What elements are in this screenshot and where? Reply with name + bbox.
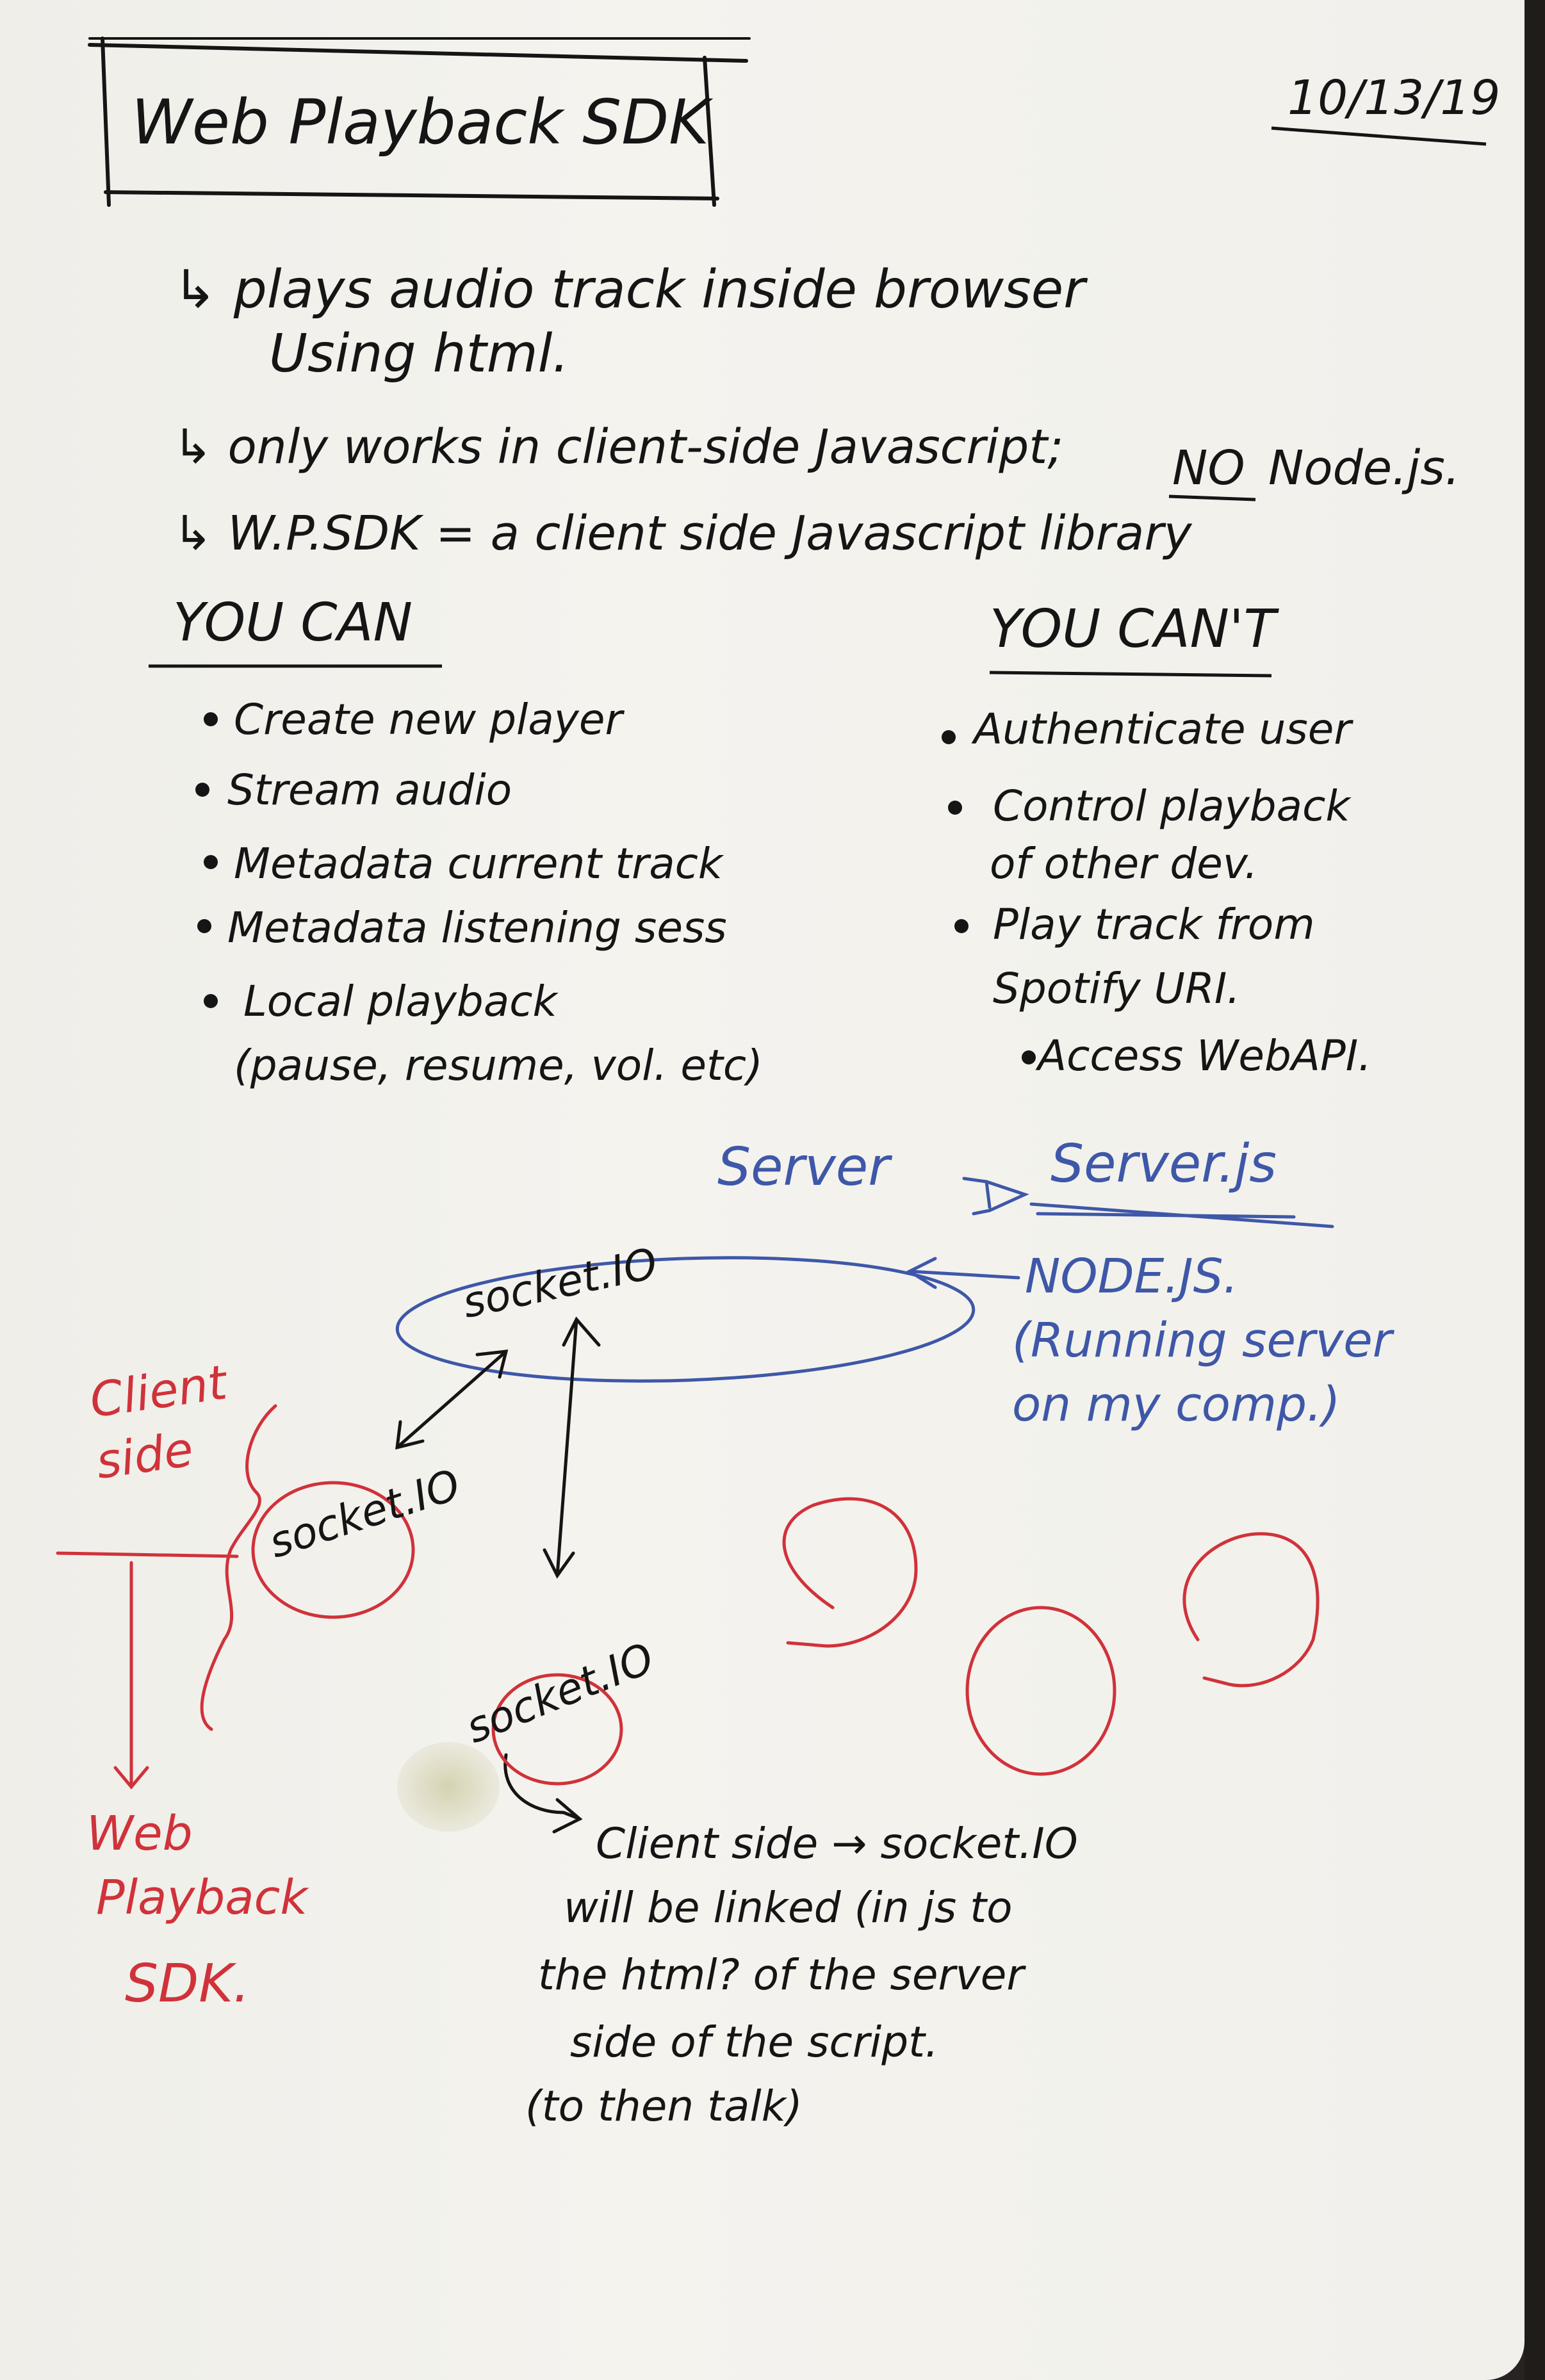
server-label: Server [717, 1137, 890, 1198]
bullet-dot [195, 783, 209, 797]
you-can-item: Create new player [234, 695, 623, 744]
you-cant-item: Control playback [993, 781, 1350, 831]
you-cant-item: Play track from [993, 900, 1315, 949]
client-note-line-5: (to then talk) [525, 2082, 803, 2131]
intro-line-2: Using html. [269, 323, 569, 384]
intro-line-3: ↳ only works in client-side Javascript; [173, 420, 1064, 475]
red-circles [251, 1481, 1320, 1786]
no-underline [1168, 494, 1256, 501]
you-cant-item: Access WebAPI. [1038, 1031, 1372, 1080]
date-underline [1271, 126, 1487, 146]
date: 10/13/19 [1288, 70, 1501, 126]
you-cant-item: Authenticate user [974, 705, 1352, 754]
you-can-item: Local playback [243, 977, 557, 1026]
title-box [88, 37, 751, 207]
server-ellipse [395, 1256, 976, 1383]
bullet-dot [197, 919, 211, 933]
intro-line-4: ↳ W.P.SDK = a client side Javascript lib… [173, 506, 1192, 561]
you-cant-heading: YOU CAN'T [990, 599, 1276, 660]
bullet-dot [204, 994, 218, 1008]
you-can-item: Stream audio [227, 765, 512, 815]
sdk-label-line-2: Playback [96, 1870, 308, 1925]
you-cant-item-detail: of other dev. [990, 839, 1258, 888]
client-note-line-4: side of the script. [570, 2017, 938, 2067]
bullet-dot [204, 712, 218, 726]
node-note-line-1: NODE.JS. [1025, 1249, 1239, 1304]
client-note-line-1: Client side → socket.IO [596, 1819, 1078, 1868]
you-can-item-detail: (pause, resume, vol. etc) [234, 1041, 763, 1090]
intro-no: NO [1172, 441, 1245, 496]
node-arrow [906, 1257, 1020, 1289]
client-note-line-2: will be linked (in js to [564, 1883, 1013, 1932]
stain-mark [397, 1742, 500, 1832]
node-note-line-2: (Running server [1012, 1313, 1393, 1368]
you-can-heading: YOU CAN [173, 592, 413, 653]
diagram-arrows [395, 1316, 601, 1834]
node-note-line-3: on my comp.) [1012, 1377, 1341, 1432]
server-file-label: Server.js [1050, 1134, 1277, 1194]
you-can-item: Metadata listening sess [227, 903, 727, 952]
you-cant-underline [989, 671, 1272, 678]
intro-line-1: ↳ plays audio track inside browser [173, 259, 1085, 320]
page-title: Web Playback SDK [131, 86, 710, 158]
bullet-dot [1022, 1050, 1036, 1064]
server-arrow [962, 1177, 1334, 1228]
sdk-label-line-1: Web [86, 1806, 193, 1861]
client-brace [56, 1404, 277, 1789]
bullet-dot [948, 801, 962, 815]
bullet-dot [942, 730, 956, 744]
sdk-label-line-3: SDK. [125, 1953, 250, 2014]
bullet-dot [204, 855, 218, 869]
you-cant-item-detail: Spotify URI. [993, 964, 1241, 1013]
page-edge [1525, 0, 1545, 2380]
client-note-line-3: the html? of the server [538, 1950, 1024, 2000]
bullet-dot [954, 919, 969, 933]
intro-nodejs: Node.js. [1268, 441, 1460, 496]
you-can-item: Metadata current track [234, 839, 723, 888]
